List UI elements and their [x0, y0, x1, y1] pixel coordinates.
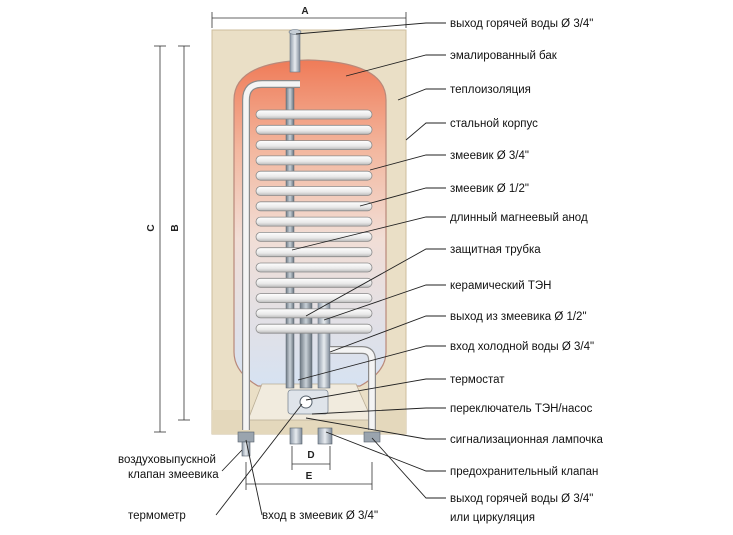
part-leader: [311, 407, 446, 415]
part-label: длинный магнеевый анод: [450, 212, 588, 224]
part-leader: [369, 154, 446, 171]
part-label: эмалированный бак: [450, 50, 558, 62]
coil-turn: [255, 231, 373, 242]
coil-inlet-leader: [245, 439, 263, 516]
coil-turn: [255, 262, 373, 273]
part-label: выход горячей воды Ø 3/4": [450, 493, 593, 505]
part-label: теплоизоляция: [450, 84, 531, 96]
part-label: керамический ТЭН: [450, 280, 551, 292]
coil-turn: [255, 155, 373, 166]
coil-turn: [255, 293, 373, 304]
air-valve-leader: [221, 449, 243, 472]
part-leader: [305, 248, 446, 317]
coil-turn: [255, 170, 373, 181]
part-leader: [405, 122, 446, 141]
part-label: защитная трубка: [450, 244, 541, 256]
coil-turn: [255, 140, 373, 151]
hot-water-bottom-fitting: [363, 431, 381, 443]
part-label: выход из змеевика Ø 1/2": [450, 311, 587, 323]
coil-turn: [255, 277, 373, 288]
coil-turn: [255, 323, 373, 334]
safety-valve-fitting: [317, 427, 333, 445]
part-leader: [397, 88, 446, 101]
part-label: вход холодной воды Ø 3/4": [450, 341, 594, 353]
coil-turns: [255, 109, 373, 334]
part-leader: [323, 284, 446, 321]
part-label: термостат: [450, 374, 505, 386]
part-label: предохранительный клапан: [450, 466, 598, 478]
hot-water-outlet-cap: [288, 29, 302, 35]
air-valve-label-line2: клапан змеевика: [128, 469, 219, 481]
part-leader: [371, 437, 446, 499]
coil-turn: [255, 109, 373, 120]
part-label: переключатель ТЭН/насос: [450, 403, 593, 415]
coil-inlet-pipe-fill: [243, 81, 300, 430]
part-label: выход горячей воды Ø 3/4": [450, 18, 593, 30]
air-valve-label-line1: воздуховыпускной: [118, 454, 216, 466]
hot-water-outlet-pipe: [289, 31, 301, 73]
dimension-d-label: D: [307, 450, 314, 461]
part-leader: [305, 378, 446, 401]
part-leader: [359, 187, 446, 207]
right-labels: выход горячей воды Ø 3/4" эмалированный б…: [291, 18, 604, 524]
part-leader: [325, 431, 446, 472]
coil-turn: [255, 247, 373, 258]
part-label: змеевик Ø 1/2": [450, 183, 529, 195]
part-label: или циркуляция: [450, 512, 535, 524]
part-leader: [305, 417, 446, 440]
coil-turn: [255, 201, 373, 212]
part-label: змеевик Ø 3/4": [450, 150, 529, 162]
thermometer-label: термометр: [128, 510, 186, 522]
coil-inlet-label: вход в змеевик Ø 3/4": [262, 510, 378, 522]
coil-turn: [255, 308, 373, 319]
dimension-c-label: C: [146, 224, 157, 231]
coil-turn: [255, 124, 373, 135]
part-leader: [291, 216, 446, 251]
dimension-a-label: A: [301, 6, 308, 17]
thermostat-dial: [299, 395, 313, 409]
cold-water-fitting: [289, 427, 303, 445]
part-leader: [295, 22, 446, 35]
part-leader: [297, 345, 446, 381]
part-label: сигнализационная лампочка: [450, 434, 604, 446]
part-label: стальной корпус: [450, 118, 538, 130]
coil-turn: [255, 216, 373, 227]
thermometer-leader: [215, 403, 303, 516]
dimension-e-label: E: [306, 471, 313, 482]
part-leader: [329, 315, 446, 353]
part-leader: [345, 54, 446, 77]
coil-turn: [255, 186, 373, 196]
dimension-b-label: B: [170, 224, 181, 231]
